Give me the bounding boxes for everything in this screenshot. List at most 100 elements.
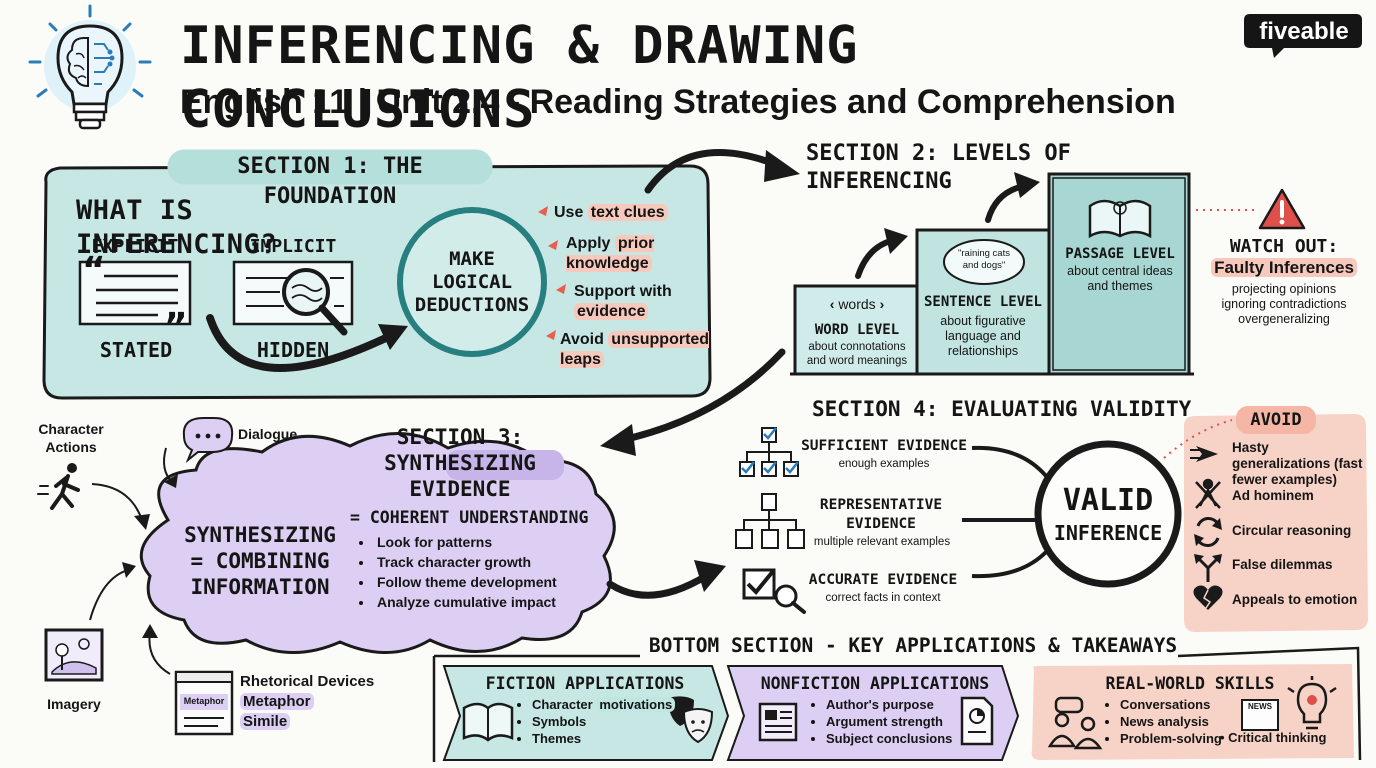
criterion-representative-desc: multiple relevant examples xyxy=(813,536,951,548)
section1-tag: SECTION 1: THE FOUNDATION xyxy=(237,154,423,209)
bottom-tag: BOTTOM SECTION - KEY APPLICATIONS & TAKE… xyxy=(648,634,1178,658)
criterion-representative-title: REPRESENTATIVE EVIDENCE xyxy=(819,497,943,532)
broken-heart-icon xyxy=(1193,585,1223,610)
synthesizing-label: SYNTHESIZING = COMBINING INFORMATION xyxy=(184,523,336,599)
realworld-list: Conversations News analysis Problem-solv… xyxy=(1104,696,1238,747)
fiction-item: Symbols xyxy=(532,713,686,730)
imagery-label: Imagery xyxy=(47,696,101,712)
fast-arrow-icon xyxy=(1196,446,1218,462)
word-level-title: WORD LEVEL xyxy=(814,322,900,338)
ad-hominem-icon xyxy=(1195,478,1221,509)
deduction-item-4: Avoid unsupported leaps xyxy=(560,331,710,368)
dialogue-label: Dialogue xyxy=(238,426,298,442)
valid-label: VALID xyxy=(1062,483,1154,518)
sentence-level-title: SENTENCE LEVEL xyxy=(923,294,1042,310)
nonfiction-title: NONFICTION APPLICATIONS xyxy=(760,674,990,693)
realworld-panel xyxy=(1031,664,1354,760)
section4-tag: SECTION 4: EVALUATING VALIDITY xyxy=(812,397,1192,421)
implicit-label: IMPLICIT xyxy=(249,236,337,257)
explicit-label: EXPLICIT xyxy=(91,236,179,257)
section1-question: WHAT IS INFERENCING? xyxy=(76,195,278,260)
passage-level-desc: about central ideas and themes xyxy=(1067,264,1173,293)
synth-item: Track character growth xyxy=(374,552,598,572)
deduction-item-2: Apply prior knowledge xyxy=(566,235,655,272)
fiveable-logo-bg xyxy=(1244,14,1362,58)
realworld-title: REAL-WORLD SKILLS xyxy=(1105,674,1275,693)
rhetorical-devices-label: Rhetorical Devices Metaphor Simile xyxy=(240,673,375,730)
avoid-item-appeals: Appeals to emotion xyxy=(1232,592,1358,607)
metaphor-card-tag: Metaphor xyxy=(183,696,225,706)
page-subtitle: English 11 | Unit 2.4 - Reading Strategi… xyxy=(180,83,1176,121)
sentence-bubble-text: "raining cats and dogs" xyxy=(958,248,1010,271)
watch-out-subtitle: Faulty Inferences xyxy=(1200,258,1368,278)
avoid-panel xyxy=(1184,414,1368,632)
passage-level-title: PASSAGE LEVEL xyxy=(1065,246,1175,262)
fiction-item: Themes xyxy=(532,730,686,747)
criterion-accurate-desc: correct facts in context xyxy=(825,592,941,604)
avoid-item-hasty: Hasty generalizations (fast fewer exampl… xyxy=(1232,440,1363,487)
explicit-document-icon xyxy=(78,260,192,326)
coherent-understanding: = COHERENT UNDERSTANDING xyxy=(350,508,589,527)
news-icon-text: NEWS xyxy=(1248,702,1272,711)
watch-item: overgeneralizing xyxy=(1238,312,1330,326)
people-icon xyxy=(1047,696,1103,750)
synth-item: Look for patterns xyxy=(374,532,598,552)
report-icon xyxy=(960,696,994,746)
nonfiction-item: Author's purpose xyxy=(826,696,960,713)
logical-deductions-circle xyxy=(397,207,547,357)
nonfiction-item: Subject conclusions xyxy=(826,730,960,747)
nonfiction-panel xyxy=(726,665,1020,761)
fiction-item: motivations xyxy=(596,697,676,712)
section1-panel xyxy=(42,164,712,400)
news-icon xyxy=(1241,699,1279,731)
dialogue-icon xyxy=(182,417,234,464)
avoid-item-circular: Circular reasoning xyxy=(1232,523,1352,538)
deduction-item-1: Use text clues xyxy=(554,204,668,222)
synth-item: Analyze cumulative impact xyxy=(374,592,598,612)
word-level-desc: about connotations and word meanings xyxy=(806,341,908,367)
character-actions-label: Character Actions xyxy=(38,421,104,455)
section3-tag: SECTION 3: SYNTHESIZING EVIDENCE xyxy=(384,425,536,501)
hidden-label: HIDDEN xyxy=(256,338,330,362)
fiction-title: FICTION APPLICATIONS xyxy=(485,674,685,693)
lightbulb-brain-icon xyxy=(28,4,152,130)
fiction-panel xyxy=(442,665,730,761)
running-person-icon xyxy=(37,463,80,510)
watch-item: ignoring contradictions xyxy=(1221,297,1347,311)
page-title: INFERENCING & DRAWING CONCLUSIONS xyxy=(180,16,859,140)
avoid-item-ad-hominem: Ad hominem xyxy=(1232,488,1314,503)
watch-item: projecting opinions xyxy=(1231,282,1337,296)
valid-inference-circle xyxy=(1034,440,1182,588)
watch-out-list: projecting opinions ignoring contradicti… xyxy=(1196,282,1372,327)
stated-label: STATED xyxy=(99,338,173,362)
nonfiction-list: Author's purpose Argument strength Subje… xyxy=(810,696,960,747)
synth-item: Follow theme development xyxy=(374,572,598,592)
bulb-gears-icon xyxy=(1287,676,1337,730)
inference-label: INFERENCE xyxy=(1053,521,1163,545)
criterion-sufficient-desc: enough examples xyxy=(838,458,930,470)
watch-out-title: WATCH OUT: xyxy=(1229,236,1339,257)
word-icon-text: ‹ words › xyxy=(829,296,885,312)
criterion-sufficient-title: SUFFICIENT EVIDENCE xyxy=(801,438,967,454)
realworld-item: News analysis xyxy=(1120,713,1238,730)
magnifier-icon xyxy=(282,268,330,316)
avoid-title: AVOID xyxy=(1250,410,1302,430)
deduction-item-3: Support with evidence xyxy=(574,283,672,320)
avoid-item-false-dilemmas: False dilemmas xyxy=(1232,557,1333,572)
close-quote-icon: ” xyxy=(164,306,188,347)
realworld-item: Problem-solving xyxy=(1120,730,1238,747)
open-quote-icon: “ xyxy=(82,250,106,291)
fiveable-logo[interactable]: fiveable xyxy=(1259,18,1349,45)
realworld-item: Conversations xyxy=(1120,696,1238,713)
sentence-level-desc: about figurative language and relationsh… xyxy=(940,314,1026,358)
newspaper-icon xyxy=(758,702,798,742)
nonfiction-item: Argument strength xyxy=(826,713,960,730)
accurate-check-icon xyxy=(742,568,806,614)
synthesizing-list: Look for patterns Track character growth… xyxy=(358,532,598,612)
section2-tag: SECTION 2: LEVELS OF INFERENCING xyxy=(806,141,1071,194)
logical-deductions-label: MAKE LOGICAL DEDUCTIONS xyxy=(414,248,530,316)
criterion-accurate-title: ACCURATE EVIDENCE xyxy=(808,572,958,588)
realworld-item-critical: • Critical thinking xyxy=(1220,730,1327,745)
figurative-bubble-icon xyxy=(943,239,1025,285)
fiction-list: Character motivations Symbols Themes xyxy=(516,696,686,747)
